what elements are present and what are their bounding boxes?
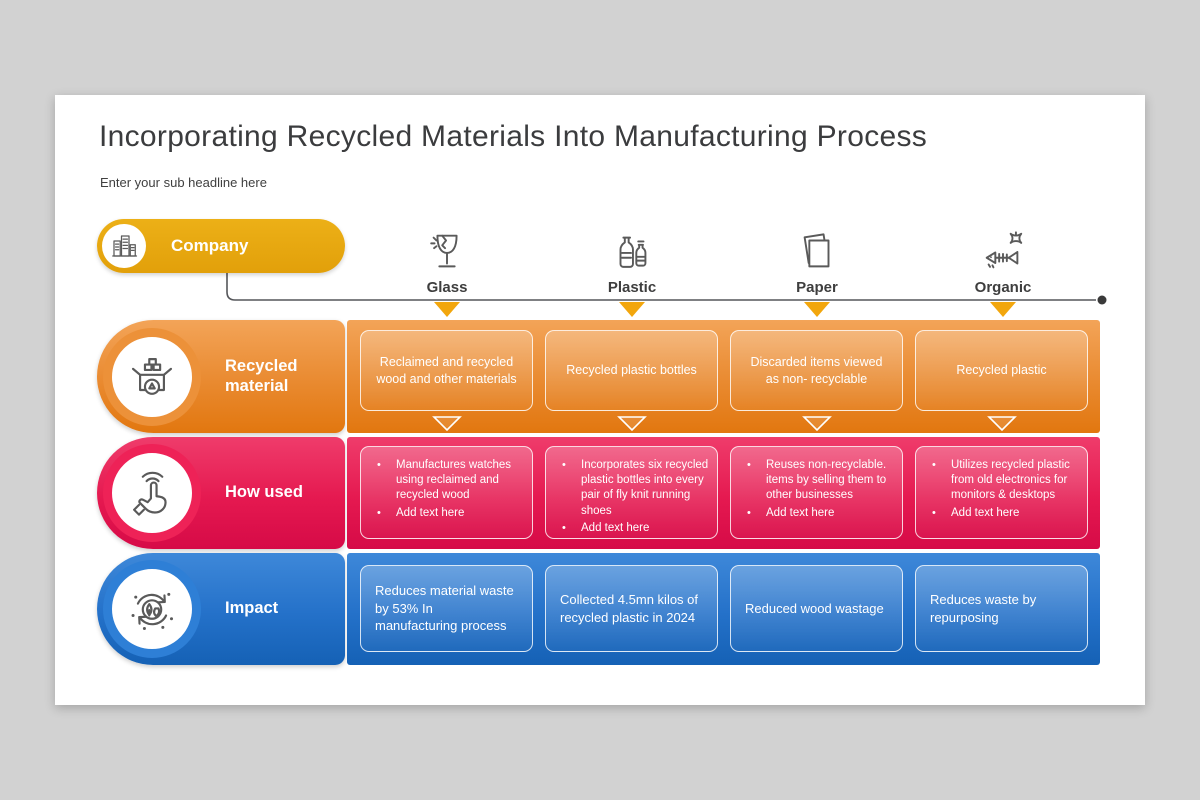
bullet-item: Add text here — [916, 506, 1081, 521]
timeline-marker-paper — [804, 302, 830, 317]
down-arrow-outline — [617, 416, 647, 432]
bullet-item: Add text here — [361, 506, 526, 521]
card-text: Reduced wood wastage — [745, 600, 884, 616]
plastic-bottles-icon — [572, 221, 692, 275]
paper-sheets-icon — [757, 221, 877, 275]
row-label-pill-impact: Impact — [97, 553, 345, 665]
row-label: How used — [225, 483, 303, 502]
column-header-plastic: Plastic — [572, 221, 692, 296]
row-label: Recycled material — [225, 356, 298, 395]
bullet-item: Manufactures watches using reclaimed and… — [361, 458, 526, 504]
impact-card-glass: Reduces material waste by 53% In manufac… — [360, 565, 533, 652]
page-title: Incorporating Recycled Materials Into Ma… — [99, 120, 928, 153]
down-arrow-outline — [802, 416, 832, 432]
timeline-marker-glass — [434, 302, 460, 317]
bullet-item: Add text here — [731, 506, 896, 521]
bullet-item: Utilizes recycled plastic from old elect… — [916, 458, 1081, 504]
impact-card-plastic: Collected 4.5mn kilos of recycled plasti… — [545, 565, 718, 652]
bullet-item: Incorporates six recycled plastic bottle… — [546, 458, 711, 519]
down-arrow-outline — [432, 416, 462, 432]
column-label: Paper — [796, 279, 838, 296]
recycled-material-card-glass: Reclaimed and recycled wood and other ma… — [360, 330, 533, 411]
card-text: Collected 4.5mn kilos of recycled plasti… — [560, 591, 699, 625]
broken-glass-icon — [387, 221, 507, 275]
row-icon-circle — [103, 560, 201, 658]
card-text: Recycled plastic — [956, 363, 1047, 378]
company-pill: Company — [97, 219, 345, 273]
column-label: Glass — [426, 279, 468, 296]
card-text: Discarded items viewed as non- recyclabl… — [750, 354, 883, 386]
column-header-organic: Organic — [943, 221, 1063, 296]
row-label: Impact — [225, 599, 279, 618]
timeline-marker-plastic — [619, 302, 645, 317]
how-used-card-plastic: Incorporates six recycled plastic bottle… — [545, 446, 718, 539]
touch-finger-icon — [133, 471, 167, 516]
eco-cycle-icon — [131, 592, 174, 631]
row-icon-circle — [103, 444, 201, 542]
how-used-card-paper: Reuses non-recyclable. items by selling … — [730, 446, 903, 539]
recycle-box-icon — [131, 357, 173, 395]
column-label: Organic — [974, 279, 1032, 296]
column-header-paper: Paper — [757, 221, 877, 296]
company-label: Company — [171, 236, 249, 255]
recycled-material-card-organic: Recycled plastic — [915, 330, 1088, 411]
card-text: Reduces material waste by 53% In manufac… — [375, 583, 514, 634]
row-label-pill-how-used: How used — [97, 437, 345, 549]
recycled-material-band: Reclaimed and recycled wood and other ma… — [347, 320, 1100, 433]
column-header-glass: Glass — [387, 221, 507, 296]
buildings-icon — [112, 235, 138, 257]
company-icon-circle — [102, 224, 146, 268]
organic-waste-icon — [943, 221, 1063, 275]
column-label: Plastic — [607, 279, 657, 296]
impact-card-paper: Reduced wood wastage — [730, 565, 903, 652]
row-label-pill-recycled-material: Recycled material — [97, 320, 345, 433]
card-text: Reclaimed and recycled wood and other ma… — [376, 354, 517, 386]
down-arrow-outline — [987, 416, 1017, 432]
how-used-band: Manufactures watches using reclaimed and… — [347, 437, 1100, 549]
recycled-material-card-plastic: Recycled plastic bottles — [545, 330, 718, 411]
sub-headline: Enter your sub headline here — [100, 175, 267, 190]
slide: Incorporating Recycled Materials Into Ma… — [55, 95, 1145, 705]
timeline-marker-organic — [990, 302, 1016, 317]
how-used-card-glass: Manufactures watches using reclaimed and… — [360, 446, 533, 539]
impact-card-organic: Reduces waste by repurposing — [915, 565, 1088, 652]
card-text: Recycled plastic bottles — [566, 363, 697, 378]
how-used-card-organic: Utilizes recycled plastic from old elect… — [915, 446, 1088, 539]
row-icon-circle — [103, 327, 201, 426]
recycled-material-card-paper: Discarded items viewed as non- recyclabl… — [730, 330, 903, 411]
impact-band: Reduces material waste by 53% In manufac… — [347, 553, 1100, 665]
bullet-item: Reuses non-recyclable. items by selling … — [731, 458, 896, 504]
bullet-item: Add text here — [546, 521, 711, 536]
card-text: Reduces waste by repurposing — [930, 591, 1037, 625]
